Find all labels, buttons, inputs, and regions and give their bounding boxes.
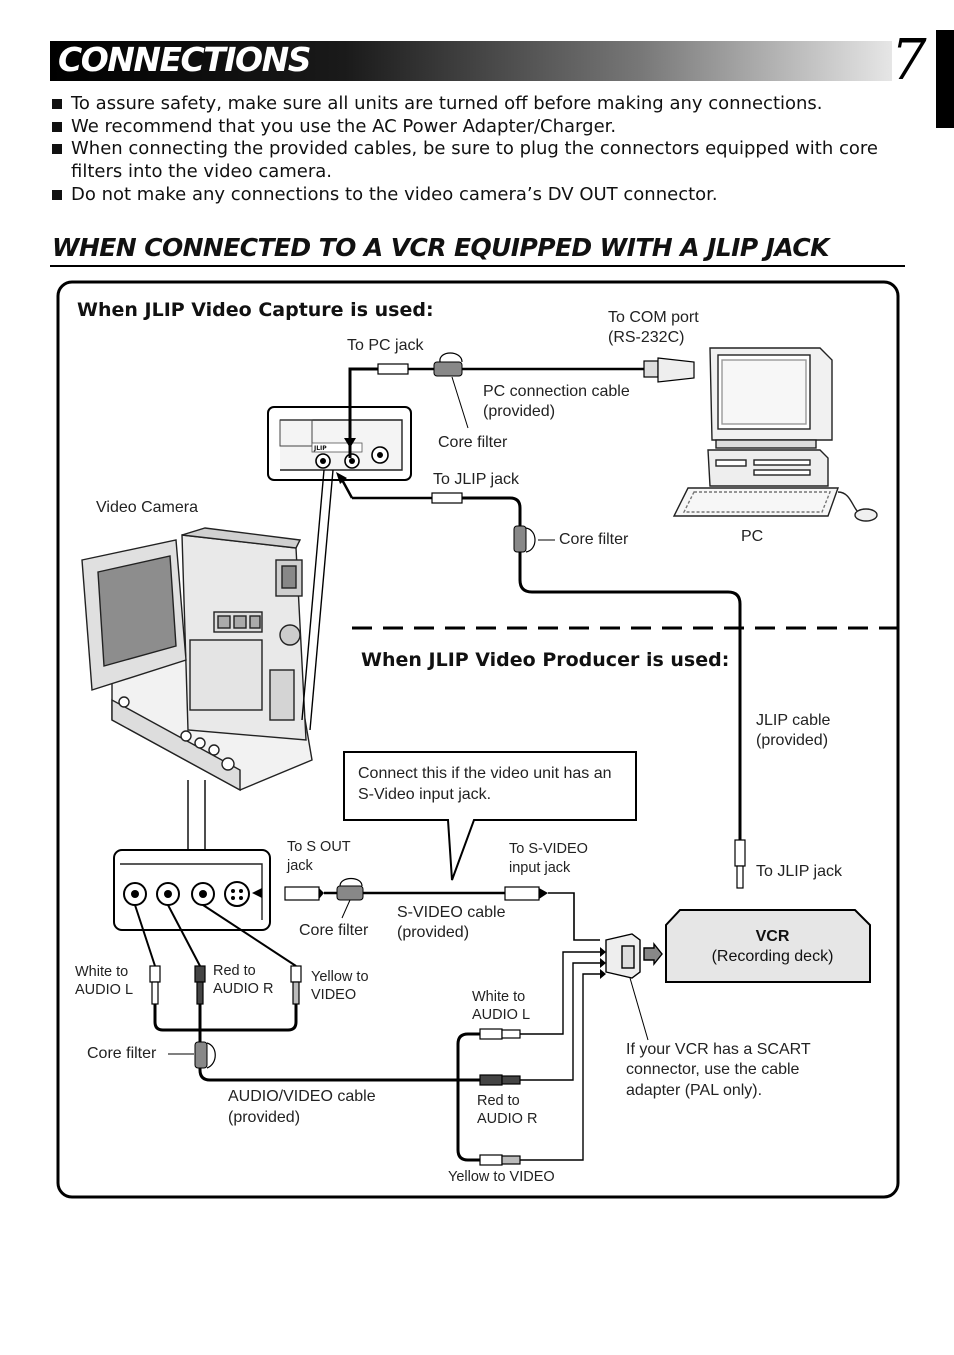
page-number: 7 <box>891 28 927 93</box>
video-camera-drawing <box>81 527 313 792</box>
av-cable-vcr-side <box>456 947 606 1166</box>
bullet-item: To assure safety, make sure all units ar… <box>50 93 910 116</box>
svideo-cable <box>252 877 600 941</box>
label-core-filter-av: Core filter <box>87 1045 157 1062</box>
callout-text: Connect this if the video unit has an S-… <box>358 765 612 803</box>
pc-drawing <box>672 347 878 522</box>
label-to-s-out: To S OUT <box>287 839 351 855</box>
page-title: CONNECTIONS <box>58 40 312 79</box>
label-pc: PC <box>741 528 764 545</box>
bullet-item: When connecting the provided cables, be … <box>50 138 910 183</box>
square-bullet-icon <box>52 121 62 132</box>
section-rule <box>50 265 905 267</box>
vcr-label: VCR(Recording deck) <box>711 928 834 965</box>
label-pc-cable-provided: (provided) <box>483 403 556 420</box>
pc-connection-cable <box>344 352 695 458</box>
camera-jack-panel-inset <box>267 406 412 481</box>
square-bullet-icon <box>52 189 62 200</box>
capture-subtitle: When JLIP Video Capture is used: <box>77 299 434 321</box>
header-bar <box>50 41 892 81</box>
inset-pointer-line <box>301 469 325 721</box>
label-core-filter-jlip: Core filter <box>559 531 629 548</box>
jlip-logo: JLIP <box>314 445 327 452</box>
label-red-audio-r: Red to <box>213 963 256 979</box>
label-vcr-white-2: AUDIO L <box>472 1007 531 1023</box>
camera-av-jack-panel <box>113 780 271 931</box>
square-bullet-icon <box>52 144 62 155</box>
scart-adapter <box>605 933 663 1041</box>
av-cable-camera-side <box>134 904 480 1082</box>
label-vcr-white: White to <box>472 989 526 1005</box>
label-av-cable-provided: (provided) <box>228 1109 301 1126</box>
label-core-filter-s: Core filter <box>299 922 369 939</box>
jlip-cable <box>336 472 746 889</box>
label-svideo-cable: S-VIDEO cable <box>397 904 506 921</box>
label-white-audio-l-2: AUDIO L <box>75 982 134 998</box>
label-jlip-cable: JLIP cable <box>756 712 831 729</box>
label-to-jlip-jack-vcr: To JLIP jack <box>756 863 842 880</box>
label-vcr-yellow: Yellow to VIDEO <box>448 1169 555 1185</box>
producer-subtitle: When JLIP Video Producer is used: <box>361 649 730 671</box>
label-av-cable: AUDIO/VIDEO cable <box>228 1088 376 1105</box>
label-video-camera: Video Camera <box>96 499 198 516</box>
label-pc-cable: PC connection cable <box>483 383 630 400</box>
callout-box <box>343 751 637 881</box>
label-yellow-video-2: VIDEO <box>311 987 357 1003</box>
label-red-audio-r-2: AUDIO R <box>213 981 274 997</box>
label-scart-2: connector, use the cable <box>626 1061 800 1078</box>
section-title: WHEN CONNECTED TO A VCR EQUIPPED WITH A … <box>52 233 829 262</box>
bullet-list: To assure safety, make sure all units ar… <box>50 93 910 207</box>
label-svideo-cable-provided: (provided) <box>397 924 470 941</box>
label-yellow-video: Yellow to <box>311 969 369 985</box>
label-to-pc-jack: To PC jack <box>347 337 424 354</box>
label-vcr-red-2: AUDIO R <box>477 1111 538 1127</box>
bullet-item: We recommend that you use the AC Power A… <box>50 116 910 139</box>
square-bullet-icon <box>52 99 62 109</box>
label-white-audio-l: White to <box>75 964 129 980</box>
label-core-filter-pc: Core filter <box>438 434 508 451</box>
label-jlip-cable-provided: (provided) <box>756 732 829 749</box>
inset-pointer-line <box>309 469 334 731</box>
label-to-svideo-input-jack: input jack <box>509 860 571 876</box>
label-to-s-out-jack: jack <box>287 858 313 874</box>
label-to-com-port: To COM port <box>608 309 699 326</box>
label-scart-3: adapter (PAL only). <box>626 1082 763 1099</box>
label-vcr-red: Red to <box>477 1093 520 1109</box>
diagram-frame <box>56 280 900 1199</box>
label-to-svideo-input: To S-VIDEO <box>509 841 588 857</box>
vcr-drawing <box>665 909 871 983</box>
label-to-jlip-jack: To JLIP jack <box>433 471 519 488</box>
label-rs232c: (RS-232C) <box>608 329 685 346</box>
edge-tab <box>936 30 954 128</box>
label-scart-1: If your VCR has a SCART <box>626 1041 811 1058</box>
bullet-item: Do not make any connections to the video… <box>50 184 910 207</box>
